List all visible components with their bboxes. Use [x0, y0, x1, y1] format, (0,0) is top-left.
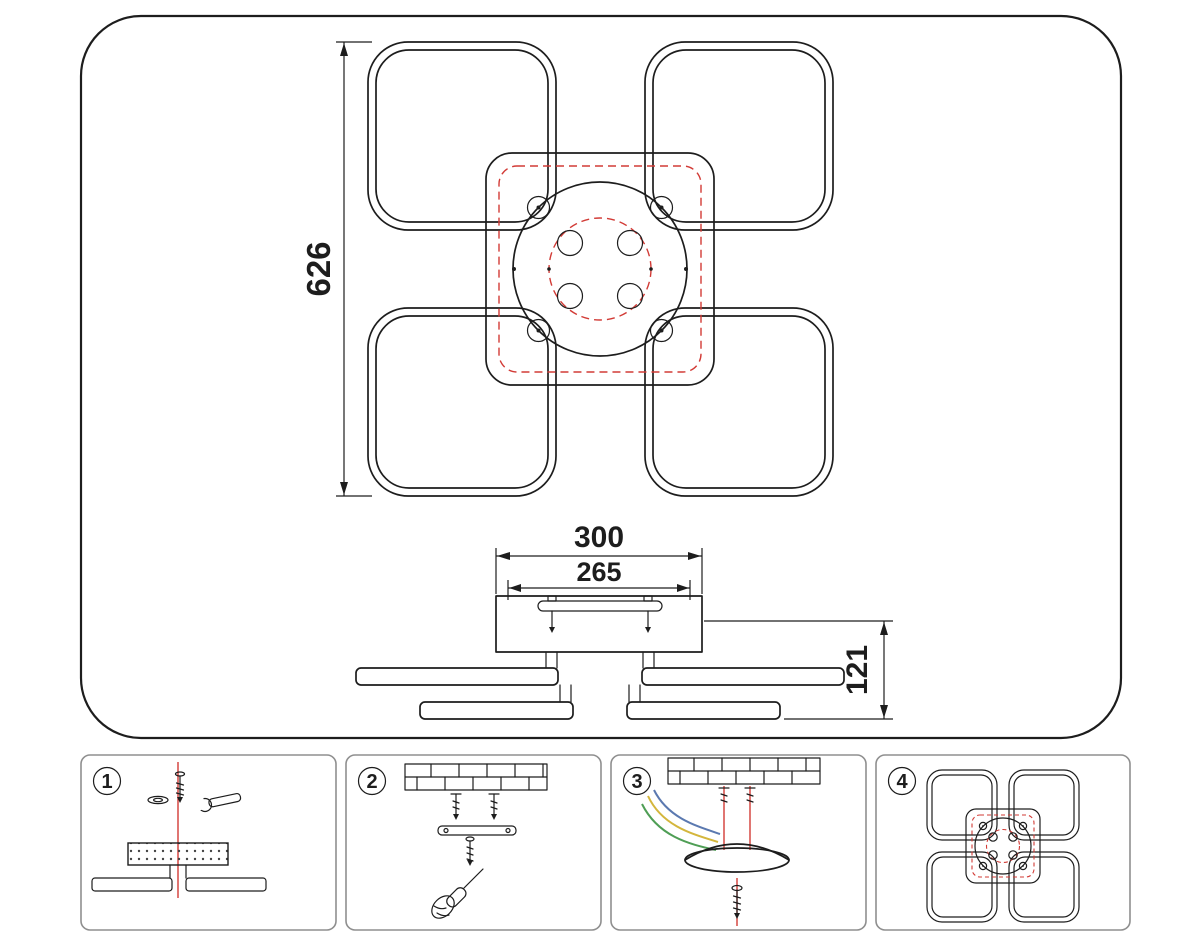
lamp-ring-bottom-left: [367, 307, 557, 497]
fixture-arms-icon: [91, 864, 267, 892]
ceiling-plate-icon: [127, 842, 229, 866]
step-2-number: 2: [366, 771, 377, 793]
dimension-265-label: 265: [576, 557, 621, 587]
drawing-frame: [79, 14, 1123, 740]
step-1-number: 1: [101, 771, 112, 793]
dimension-121-label: 121: [841, 645, 874, 695]
dimension-overall-size: 626: [300, 41, 372, 497]
washer-icon: [147, 795, 169, 805]
mounting-outline-red: [498, 165, 702, 373]
anchor-icon: [744, 787, 756, 803]
brick-ceiling-icon: [667, 757, 821, 785]
step-3-badge: [622, 766, 652, 796]
screw-icon: [731, 884, 743, 919]
installation-steps: 1: [80, 754, 1131, 931]
step-panel-2: 2: [345, 754, 602, 931]
step-1-illustration: [91, 762, 267, 898]
cable-hole-icons: [556, 229, 644, 310]
wrench-icon: [194, 792, 242, 813]
step-3-number: 3: [631, 771, 642, 793]
step-2-badge: [357, 766, 387, 796]
dimension-626-label: 626: [300, 241, 337, 296]
side-arms: [355, 651, 845, 720]
canopy-box: [495, 595, 703, 653]
step-panel-1: 1: [80, 754, 337, 931]
step-panel-3: 3: [610, 754, 867, 931]
top-view: [367, 41, 834, 497]
fixture-mini-top-view: [926, 769, 1080, 923]
screw-circle-red: [548, 217, 652, 321]
mounting-bracket: [537, 595, 663, 633]
anchor-icon: [450, 793, 462, 820]
dimension-mount-spacing: 265: [507, 557, 691, 600]
anchor-icon: [718, 787, 730, 803]
lamp-ring-bottom-right: [644, 307, 834, 497]
mounting-plate: [485, 152, 715, 386]
step-4-badge: [887, 766, 917, 796]
mounting-bracket-icon: [437, 825, 517, 836]
step-panel-4: 4: [875, 754, 1131, 931]
side-view: [355, 595, 845, 720]
hand-screwdriver-icon: [431, 868, 484, 919]
dimension-canopy-width: 300: [495, 521, 703, 594]
screw-hole-icons: [512, 195, 688, 343]
anchor-icon: [488, 793, 500, 820]
lamp-ring-top-left: [367, 41, 557, 231]
step-2-illustration: [404, 763, 548, 919]
brick-ceiling-icon: [404, 763, 548, 791]
screw-icon: [465, 836, 475, 866]
canopy-icon: [684, 843, 790, 873]
dimension-300-label: 300: [574, 521, 624, 554]
lamp-ring-top-right: [644, 41, 834, 231]
step-4-number: 4: [896, 771, 908, 793]
wires-icon: [641, 789, 721, 851]
dimension-fixture-height: 121: [704, 620, 893, 720]
step-3-illustration: [641, 757, 821, 926]
screw-icon: [174, 771, 186, 803]
step-1-badge: [92, 766, 122, 796]
